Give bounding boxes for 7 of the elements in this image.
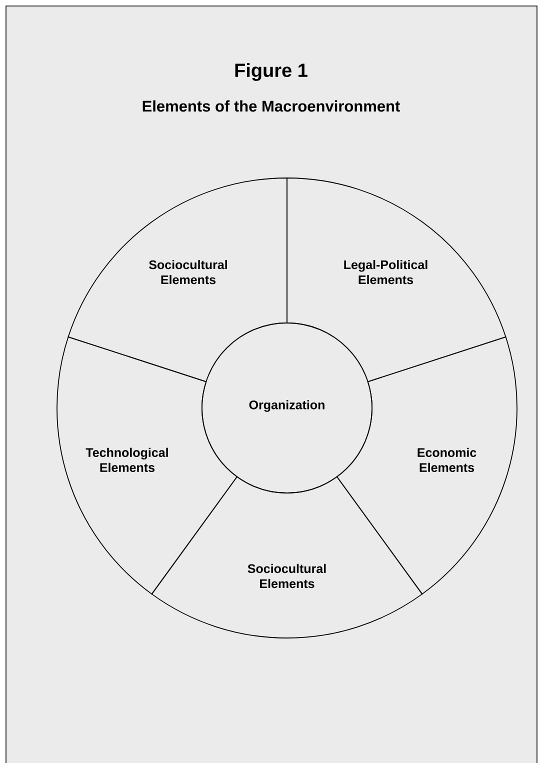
sector: Sociocultural Elements xyxy=(151,476,423,638)
figure-title: Figure 1 xyxy=(235,63,308,81)
sector: Legal-Political Elements xyxy=(286,178,506,382)
sector: Sociocultural Elements xyxy=(68,178,288,382)
sector: Technological Elements xyxy=(56,336,238,595)
sector: Economic Elements xyxy=(336,336,518,595)
figure-subtitle: Elements of the Macroenvironment xyxy=(142,100,400,112)
